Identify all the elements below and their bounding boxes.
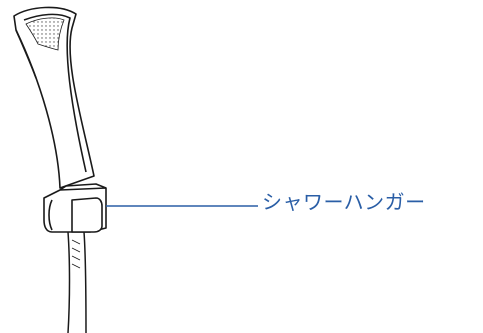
shower-hanger <box>43 183 107 233</box>
callout-label: シャワーハンガー <box>262 190 426 214</box>
shower-hose <box>67 231 87 333</box>
spray-face-icon <box>25 17 65 51</box>
shower-head <box>13 6 95 189</box>
